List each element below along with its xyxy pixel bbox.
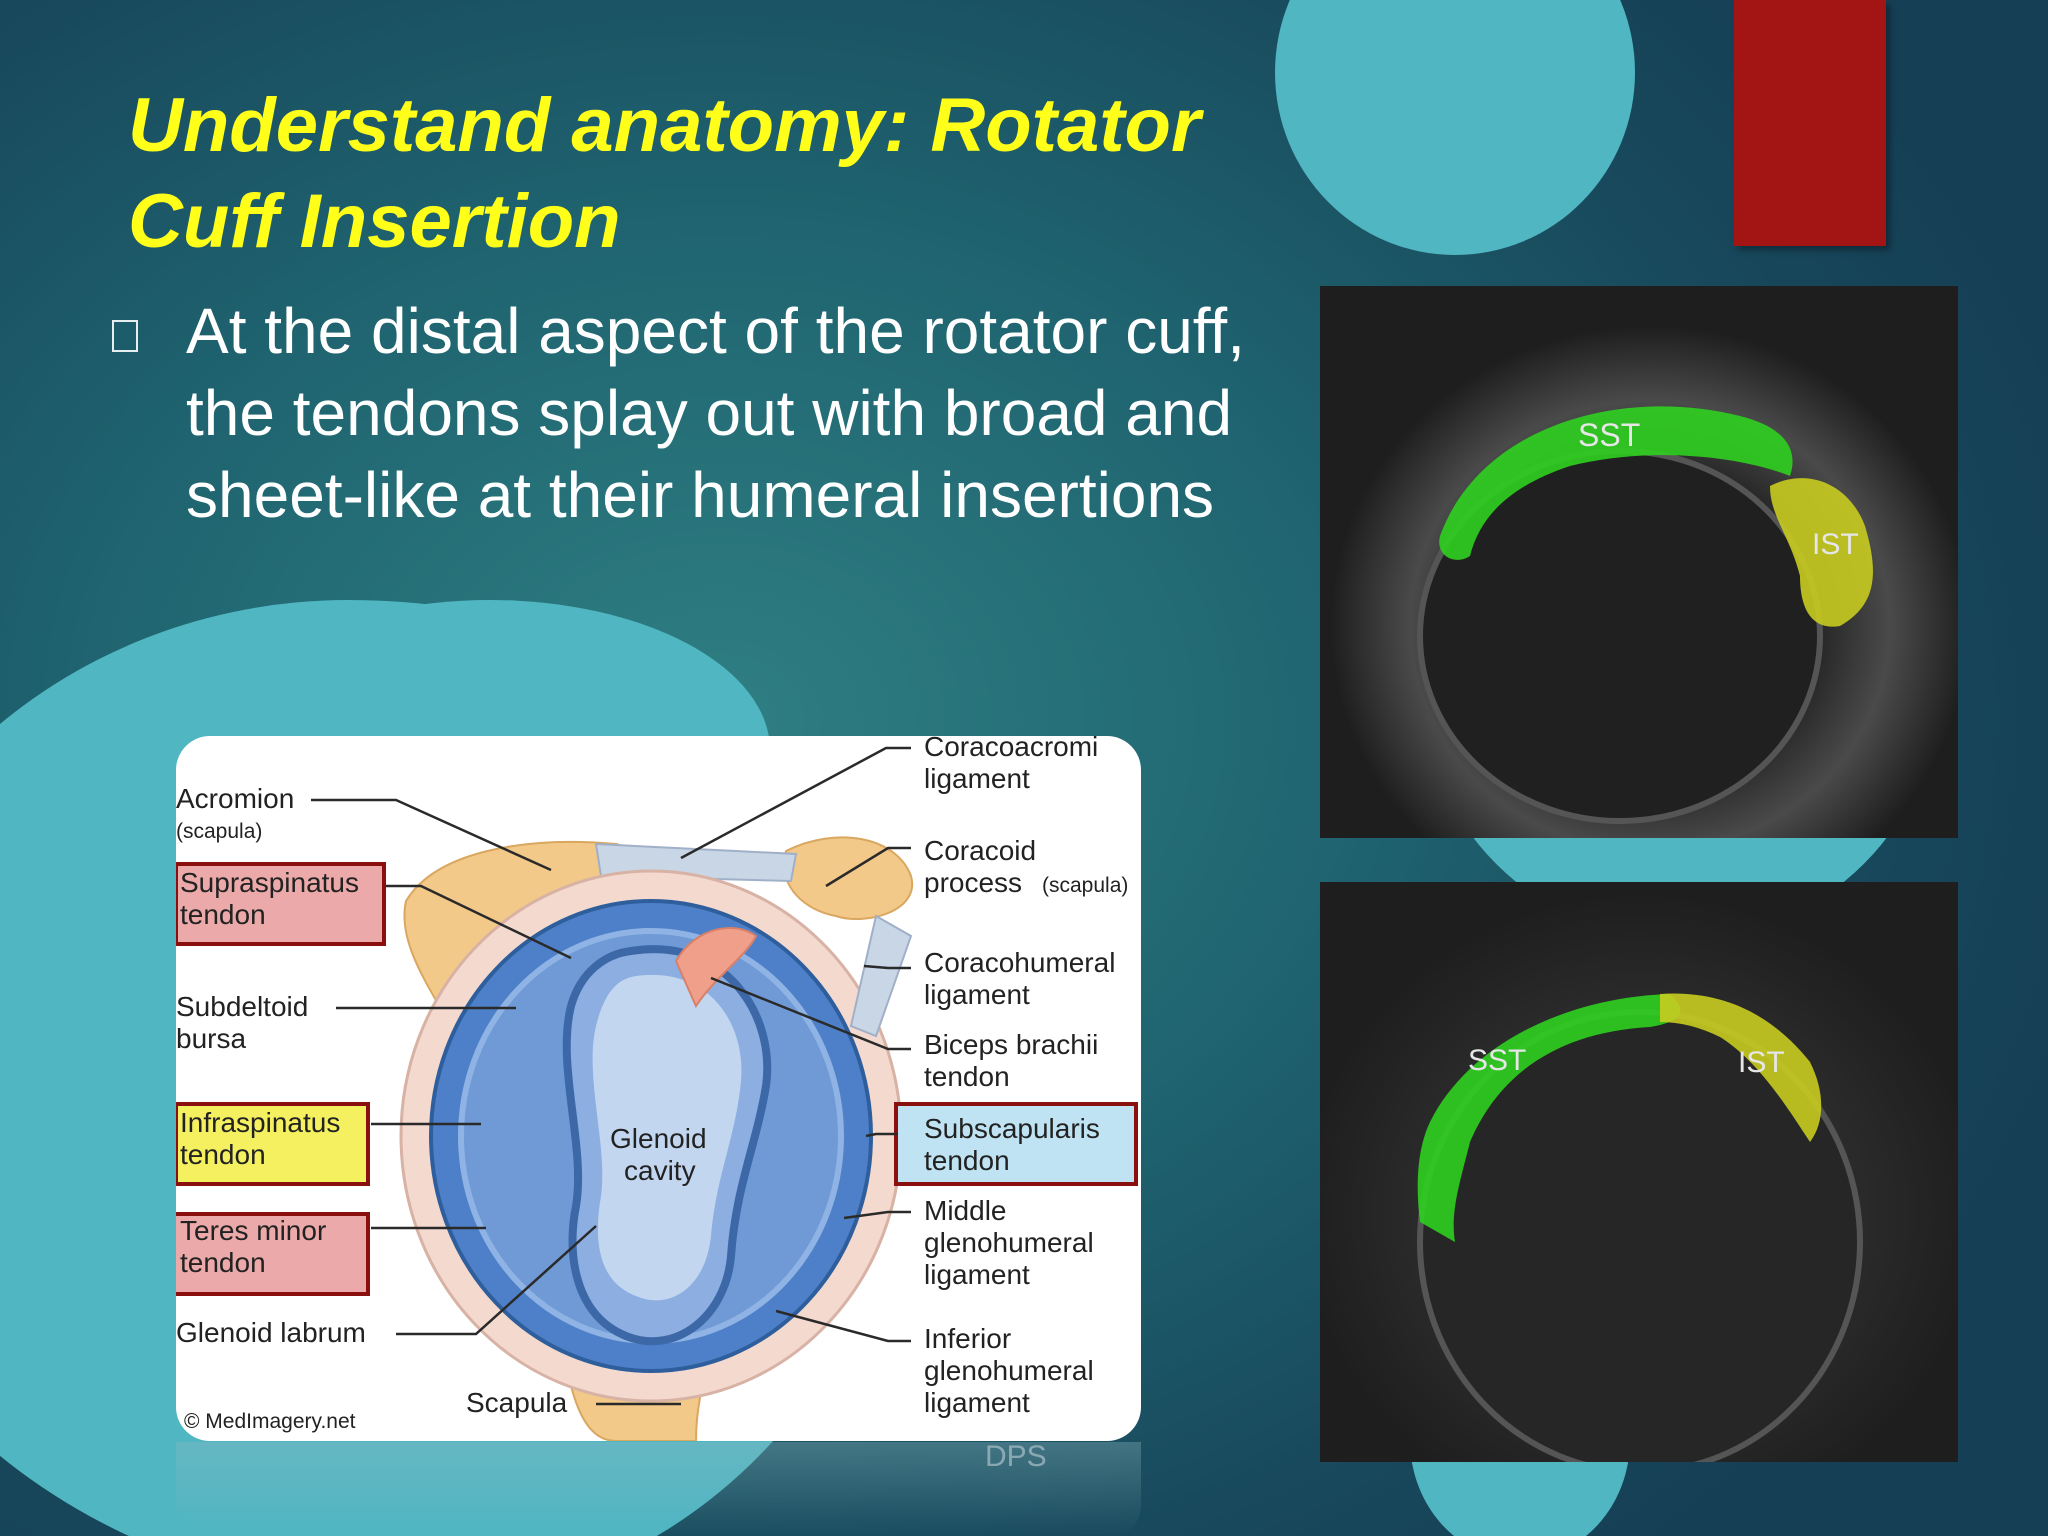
label-middle-3: ligament [924, 1259, 1030, 1290]
leader-inferior [775, 1309, 911, 1343]
label-supraspinatus-2: tendon [180, 899, 266, 930]
label-middle-1: Middle [924, 1195, 1006, 1226]
label-subdeltoid-1: Subdeltoid [176, 991, 308, 1022]
mri-top-sst-label: SST [1578, 417, 1640, 453]
coracoid-shape [783, 836, 914, 920]
leader-labrum [396, 1225, 597, 1336]
label-teres-1: Teres minor [180, 1215, 326, 1246]
mri-image-top: SST IST [1320, 286, 1958, 838]
label-middle-2: glenohumeral [924, 1227, 1094, 1258]
mri-bottom-ist-label: IST [1738, 1046, 1785, 1079]
mri-top-ist-region [1770, 478, 1873, 627]
label-biceps-2: tendon [924, 1061, 1010, 1092]
leader-supraspinatus [386, 884, 572, 960]
decor-red-rectangle [1734, 0, 1886, 246]
leader-middle [843, 1210, 911, 1220]
leader-coracoacromial [680, 746, 911, 860]
label-scapula: Scapula [466, 1387, 568, 1418]
label-supraspinatus-1: Supraspinatus [180, 867, 359, 898]
leader-biceps [710, 976, 911, 1051]
label-coracoid-1: Coracoid [924, 835, 1036, 866]
coracohumeral-ligament-shape [849, 914, 913, 1038]
leader-subscapularis [865, 1132, 898, 1138]
footer-watermark: DPS [985, 1440, 1047, 1473]
label-inferior-2: glenohumeral [924, 1355, 1094, 1386]
label-inferior-3: ligament [924, 1387, 1030, 1418]
leader-acromion [311, 798, 552, 872]
label-acromion: Acromion [176, 783, 294, 814]
label-biceps-1: Biceps brachii [924, 1029, 1098, 1060]
label-glenoid-cavity-2: cavity [624, 1155, 696, 1186]
mri-bottom-ist-region [1660, 993, 1822, 1142]
mri-top-ist-label: IST [1812, 528, 1859, 561]
label-infraspinatus-1: Infraspinatus [180, 1107, 340, 1138]
infraspinatus-highlight [176, 1102, 370, 1186]
title-line-2: Cuff Insertion [128, 179, 621, 264]
title-line-1: Understand anatomy: Rotator [128, 83, 1201, 168]
label-subdeltoid-2: bursa [176, 1023, 246, 1054]
decor-circle-top [1275, 0, 1635, 255]
label-infraspinatus-2: tendon [180, 1139, 266, 1170]
leader-coracoid [825, 846, 911, 888]
shoulder-anatomy-diagram: Acromion (scapula) Supraspinatus tendon … [176, 736, 1141, 1441]
label-acromion-sub: (scapula) [176, 820, 262, 843]
label-coracoid-2: process [924, 867, 1022, 898]
label-subscapularis-1: Subscapularis [924, 1113, 1100, 1144]
slide-title: Understand anatomy: Rotator Cuff Inserti… [128, 78, 1288, 270]
label-coracoacromial-2: ligament [924, 763, 1030, 794]
leader-coracohumeral [863, 964, 911, 970]
biceps-tendon-shape [674, 927, 758, 1009]
teres-minor-highlight [176, 1212, 370, 1296]
mri-top-sst-region [1439, 406, 1793, 560]
label-inferior-1: Inferior [924, 1323, 1011, 1354]
mri-bottom-sst-region [1417, 994, 1681, 1242]
mri-bottom-sst-label: SST [1468, 1044, 1526, 1077]
mri-image-bottom: SST IST [1320, 882, 1958, 1462]
label-coracoid-sub: (scapula) [1042, 874, 1128, 897]
supraspinatus-highlight [176, 862, 386, 946]
diagram-credit: © MedImagery.net [184, 1410, 356, 1433]
subscapularis-highlight [894, 1102, 1138, 1186]
label-coracohumeral-1: Coracohumeral [924, 947, 1115, 978]
label-coracoacromial-1: Coracoacromi [924, 736, 1098, 762]
square-bullet-icon [112, 320, 138, 352]
glenoid-cavity-shape [592, 974, 742, 1301]
label-glenoid-cavity-1: Glenoid [610, 1123, 707, 1154]
label-coracohumeral-2: ligament [924, 979, 1030, 1010]
label-teres-2: tendon [180, 1247, 266, 1278]
bullet-text: At the distal aspect of the rotator cuff… [186, 295, 1245, 531]
diagram-svg: Acromion (scapula) Supraspinatus tendon … [176, 736, 1138, 1441]
label-subscapularis-2: tendon [924, 1145, 1010, 1176]
label-glenoid-labrum: Glenoid labrum [176, 1317, 366, 1348]
diagram-reflection [176, 1442, 1141, 1536]
